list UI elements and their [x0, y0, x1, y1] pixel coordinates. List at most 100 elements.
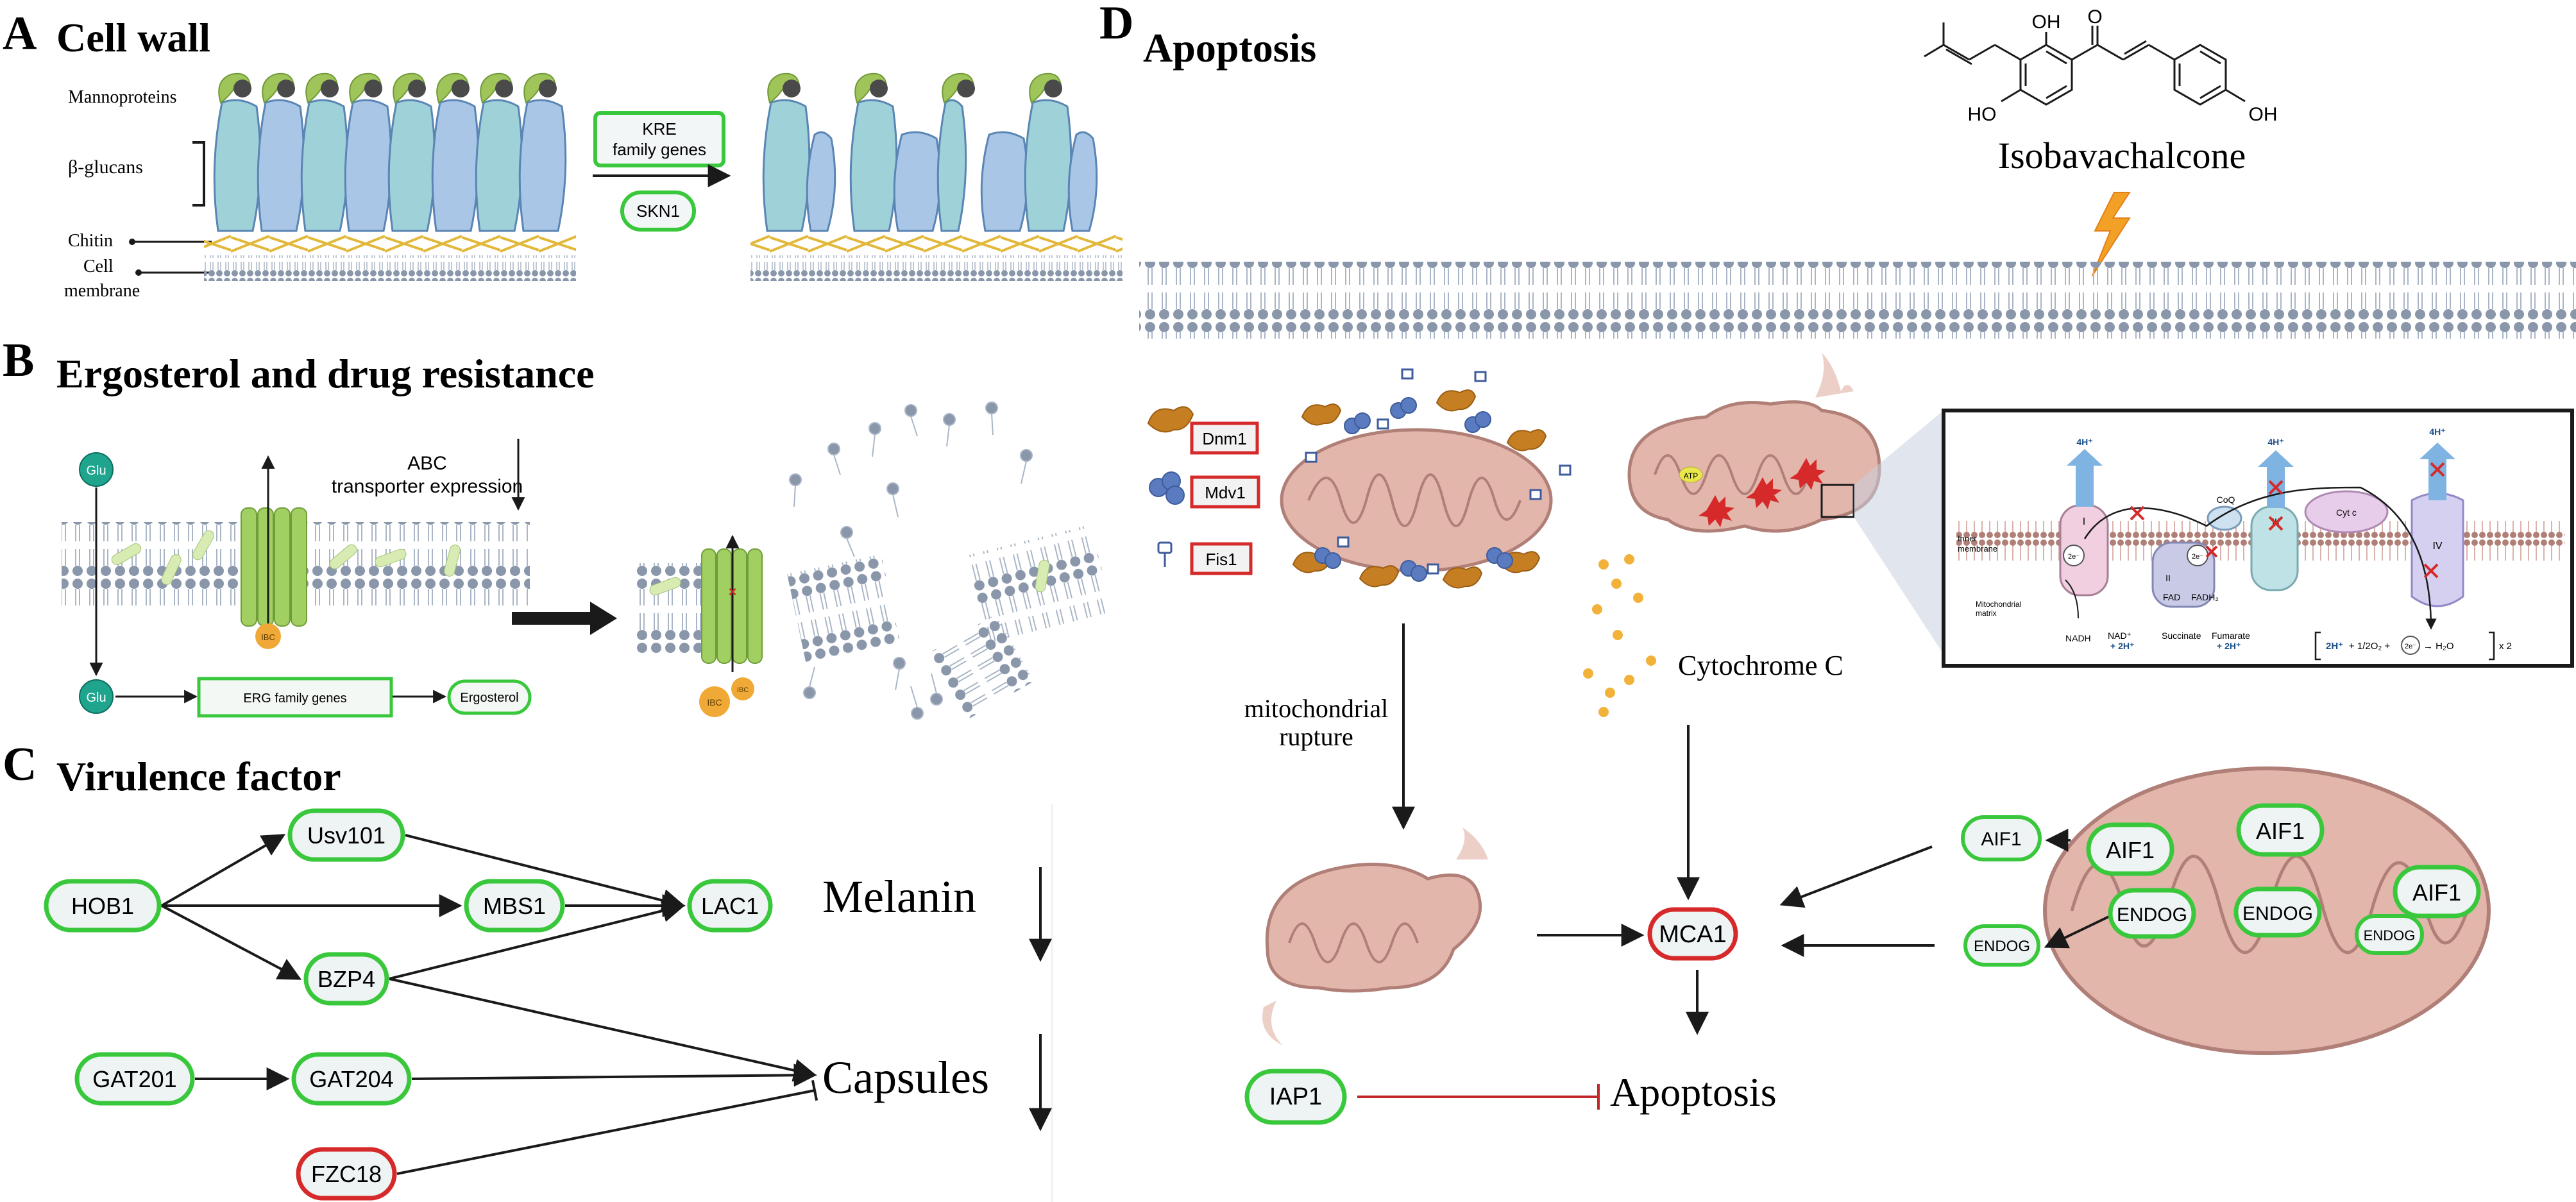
label-capsules: Capsules — [822, 1052, 989, 1103]
abc-transporter-intact — [241, 507, 307, 627]
mannan-cluster — [1044, 80, 1062, 97]
o-label: O — [2087, 6, 2102, 28]
label-melanin: Melanin — [822, 871, 976, 922]
atp-label: ATP — [1684, 471, 1698, 480]
zoom-projection — [1854, 411, 1944, 654]
svg-text:4H⁺: 4H⁺ — [2267, 437, 2284, 447]
burst-icon-3 — [1699, 495, 1734, 527]
mannan-cluster — [539, 80, 557, 97]
panel-c-edges — [160, 834, 818, 1175]
inhibit-mark-b: × — [729, 584, 737, 600]
node-usv101 — [287, 808, 405, 862]
lightning-icon — [2092, 192, 2131, 276]
beta-glucan-protein — [893, 131, 942, 232]
mannan-cluster — [364, 80, 382, 97]
label-chitin: Chitin — [68, 231, 113, 251]
mannan-cluster — [870, 80, 888, 97]
panel-title-apoptosis: Apoptosis — [1143, 25, 1316, 71]
svg-text:4H⁺: 4H⁺ — [2429, 427, 2445, 437]
proton-arrow-iv — [2419, 443, 2455, 500]
label-rupture: rupture — [1279, 722, 1353, 751]
panel-letter-d: D — [1099, 0, 1133, 49]
svg-text:→ H₂O: → H₂O — [2423, 641, 2454, 652]
matrix-label-2: matrix — [1976, 609, 1997, 618]
glu-label-top: Glu — [86, 464, 106, 478]
label-endog-b: ENDOG — [2242, 903, 2313, 924]
label-apoptosis: Apoptosis — [1610, 1069, 1777, 1115]
cytochrome-c-protein — [2304, 490, 2389, 534]
chitin-layer-intact — [204, 228, 576, 254]
node-endog-c — [2355, 914, 2424, 955]
inhibit-bar-fzc18 — [811, 1079, 818, 1101]
chitin-layer-damaged — [750, 228, 1123, 254]
mannan-cluster — [233, 80, 251, 97]
node-aif1-c — [2393, 865, 2481, 918]
label-endog-a: ENDOG — [2117, 904, 2187, 926]
beta-glucan-protein — [1024, 99, 1072, 232]
label-iap1: IAP1 — [1269, 1083, 1322, 1110]
glucan-row-damaged — [762, 72, 1098, 232]
panel-title-virulence: Virulence factor — [56, 754, 341, 799]
svg-text:FADH₂: FADH₂ — [2191, 592, 2219, 602]
bracket-beta-glucans — [192, 141, 205, 207]
label-beta-glucans: β-glucans — [68, 157, 143, 178]
ibc-label-2: IBC — [707, 697, 722, 707]
node-hob1 — [44, 879, 162, 933]
label-mca1: MCA1 — [1659, 921, 1727, 948]
label-endog-c: ENDOG — [2364, 927, 2416, 944]
burst-icon-2 — [1790, 458, 1826, 490]
cytochrome-c-particles — [1583, 554, 1656, 717]
big-arrow-b — [512, 602, 617, 635]
proton-arrow-iii — [2258, 450, 2294, 508]
node-mca1 — [1647, 907, 1738, 961]
mitochondrion-fission — [1280, 368, 1572, 589]
label-lac1: LAC1 — [701, 893, 759, 919]
edge-hob1-usv101 — [160, 834, 286, 907]
mannan-cluster — [277, 80, 295, 97]
label-membrane: membrane — [64, 281, 140, 301]
mannan-cluster — [408, 80, 426, 97]
oh-label-right: OH — [2249, 104, 2278, 125]
legend-mdv1: Mdv1 — [1205, 483, 1246, 502]
node-aif1-released — [1961, 815, 2042, 861]
label-aif1-c: AIF1 — [2412, 879, 2461, 906]
mitochondrion-ruptured — [1262, 827, 1488, 1045]
mannan-cluster — [783, 80, 801, 97]
coq — [2207, 505, 2242, 531]
svg-text:4H⁺: 4H⁺ — [2076, 437, 2092, 447]
node-bzp4 — [303, 952, 389, 1006]
abc-transporter-damaged — [701, 548, 763, 664]
glucose-molecule-top — [79, 452, 114, 487]
atp-molecule — [1679, 466, 1703, 483]
beta-glucan-protein — [344, 99, 393, 232]
panel-letter-c: C — [3, 738, 37, 791]
cell-wall-intact — [204, 72, 576, 281]
svg-text:x 2: x 2 — [2499, 641, 2512, 652]
ibc-molecule — [255, 623, 281, 649]
node-fzc18 — [296, 1147, 397, 1201]
membrane-fragment — [1815, 353, 1854, 398]
label-aif1-a: AIF1 — [2106, 837, 2155, 863]
label-cytochrome-c: Cytochrome C — [1678, 650, 1843, 681]
svg-text:2e⁻: 2e⁻ — [2405, 643, 2416, 650]
edge-usv101-lac1 — [405, 834, 686, 912]
electron-i — [2063, 545, 2085, 566]
legend-box-dnm1 — [1190, 421, 1259, 455]
node-aif1-b — [2236, 803, 2325, 857]
svg-text:CoQ: CoQ — [2217, 495, 2235, 505]
label-aif1-released: AIF1 — [1981, 829, 2021, 850]
beta-glucan-protein — [936, 99, 967, 232]
edge-hob1-bzp4 — [161, 904, 302, 980]
ergosterol-molecules — [111, 530, 461, 585]
gene-box-kre — [593, 111, 725, 167]
svg-text:FAD: FAD — [2163, 592, 2180, 602]
legend-fis1: Fis1 — [1205, 550, 1237, 569]
legend-dnm1: Dnm1 — [1202, 429, 1246, 448]
node-gat204 — [291, 1052, 412, 1106]
beta-glucan-protein — [213, 99, 262, 232]
mannan-cluster — [452, 80, 470, 97]
svg-text:+ 1/2O₂ +: + 1/2O₂ + — [2349, 641, 2390, 652]
box-ergosterol — [447, 679, 532, 715]
